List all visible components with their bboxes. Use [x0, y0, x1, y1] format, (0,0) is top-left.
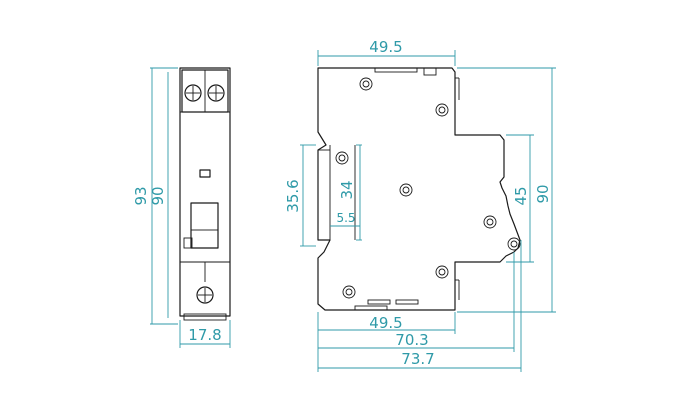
dim-label-45: 45	[512, 186, 530, 205]
front-view: 93 90 17.8	[132, 67, 231, 348]
dim-label-90-front: 90	[149, 186, 167, 205]
side-top-slot	[374, 67, 418, 73]
rivet-icon	[399, 183, 413, 197]
dim-label-93: 93	[132, 186, 150, 205]
front-indicator-window	[199, 169, 211, 178]
lock-tab-icon	[183, 237, 193, 249]
front-body-outline	[179, 67, 231, 317]
toggle-lever-base	[190, 229, 219, 249]
dim-label-70-3: 70.3	[395, 331, 428, 349]
rivet-icon	[342, 285, 356, 299]
dim-label-17-8: 17.8	[188, 326, 221, 344]
dim-label-35-6: 35.6	[284, 179, 302, 212]
dim-label-90-side: 90	[534, 184, 552, 203]
side-bottom-clip	[354, 305, 388, 311]
dim-label-5-5: 5.5	[336, 211, 355, 225]
side-bottom-slot-2	[395, 299, 419, 305]
toggle-lever	[190, 202, 219, 249]
screw-icon	[207, 84, 225, 102]
rivet-icon	[435, 265, 449, 279]
side-bottom-slot-1	[367, 299, 391, 305]
dim-label-49-5-bottom: 49.5	[369, 314, 402, 332]
screw-icon	[184, 84, 202, 102]
rivet-icon	[359, 77, 373, 91]
rivet-icon	[435, 103, 449, 117]
side-view: 49.5 35.6 34 5.5 45 90 49.5 70.3	[284, 38, 556, 372]
rivet-icon	[335, 151, 349, 165]
side-top-tab	[423, 67, 437, 76]
screw-icon	[196, 286, 214, 304]
rivet-icon	[483, 215, 497, 229]
dim-label-49-5-top: 49.5	[369, 38, 402, 56]
rivet-icon	[507, 237, 521, 251]
front-din-clip	[183, 313, 227, 321]
dim-label-34: 34	[338, 180, 356, 199]
dim-label-73-7: 73.7	[401, 350, 434, 368]
